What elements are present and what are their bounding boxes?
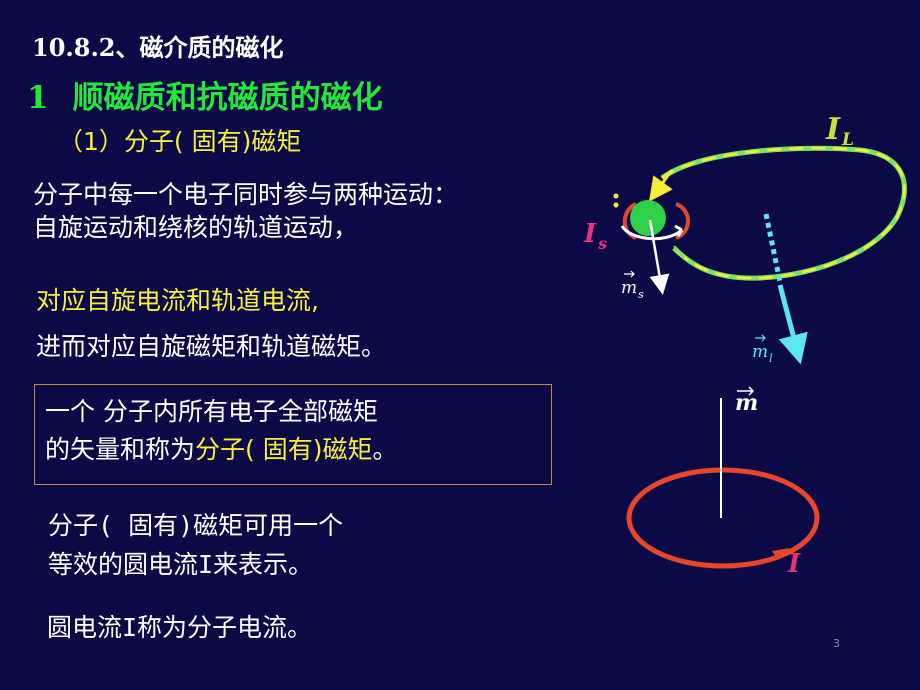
spin-moment-label: ms [621,278,644,301]
spinning-electron [613,193,690,295]
definition-line: 一个 分子内所有电子全部磁矩 [45,397,378,426]
electron-icon [630,200,666,236]
definition-highlight: 分子( 固有)磁矩 [195,435,373,464]
definition-prefix: 的矢量和称为 [45,435,196,464]
equivalent-line: 等效的圆电流I来表示。 [48,550,314,579]
definition-suffix: 。 [372,435,398,464]
paragraph-line: 进而对应自旋磁矩和轨道磁矩。 [36,332,387,361]
orbital-moment-label: ml [752,342,773,365]
orbital-moment-arrow [763,213,808,365]
spin-rotation-icon [620,225,683,241]
equivalent-line: 分子( 固有)磁矩可用一个 [48,511,344,540]
molecular-current-text: 圆电流I称为分子电流。 [47,613,313,642]
orbit-tail-arrow [673,245,685,259]
section-heading: 10.8.2、磁介质的磁化 [32,33,284,62]
moment-label: m [735,390,758,416]
paragraph-line: 分子中每一个电子同时参与两种运动： [33,180,459,209]
current-label: I [787,549,801,579]
equivalent-current-text: 分子( 固有)磁矩可用一个 等效的圆电流I来表示。 [48,506,343,584]
subsection-heading: 1 顺磁质和抗磁质的磁化 [27,72,383,117]
paragraph-block: 分子中每一个电子同时参与两种运动： 自旋运动和绕核的轨道运动， [33,178,458,244]
definition-box: 一个 分子内所有电子全部磁矩 的矢量和称为分子( 固有)磁矩。 [34,384,552,485]
spin-moment-arrow [648,219,670,295]
definition-line: 的矢量和称为分子( 固有)磁矩。 [45,431,551,469]
orbit-direction-arrow [648,169,674,202]
page-number: 3 [833,637,840,650]
subsection-title: 顺磁质和抗磁质的磁化 [72,80,383,116]
paragraph-line-highlight: 对应自旋电流和轨道电流, [36,286,319,315]
point-heading: （1）分子( 固有)磁矩 [58,127,302,156]
paragraph-line: 自旋运动和绕核的轨道运动， [33,213,359,242]
equivalent-current-loop [626,398,820,569]
current-direction-arrow [772,548,790,560]
subsection-number: 1 [27,80,49,116]
orbit-loop [648,145,907,281]
